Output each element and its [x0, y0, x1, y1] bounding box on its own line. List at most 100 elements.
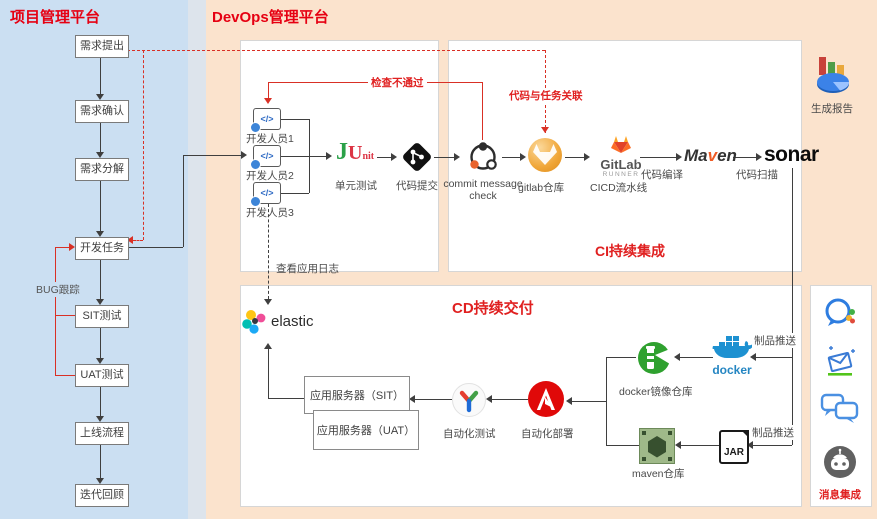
task-to-dev-line: [127, 247, 183, 248]
flow-line: [100, 326, 101, 358]
arrowhead: [676, 153, 682, 161]
ci-line: [733, 157, 756, 158]
gitlab-repo-icon: [528, 138, 562, 172]
code-scan-label: 代码扫描: [736, 169, 778, 181]
harbor-icon: [638, 342, 670, 374]
check-fail-label: 检查不通过: [368, 75, 427, 90]
flow-step-requirement-confirm: 需求确认: [75, 100, 129, 123]
flow-line: [100, 121, 101, 152]
bug-track-label: BUG跟踪: [34, 282, 82, 297]
ci-section-label: CI持续集成: [595, 243, 665, 259]
code-task-link-line: [127, 50, 545, 51]
flow-step-requirement-propose: 需求提出: [75, 35, 129, 58]
ansible-icon: [528, 381, 564, 417]
dev-bracket-line: [309, 156, 326, 157]
cd-line: [572, 401, 606, 402]
view-logs-line: [268, 204, 269, 299]
arrowhead: [674, 353, 680, 361]
arrowhead: [96, 231, 104, 237]
arrowhead: [264, 343, 272, 349]
developer3-icon: </>: [250, 182, 281, 207]
cd-line: [268, 398, 304, 399]
cd-line: [415, 399, 452, 400]
arrowhead: [96, 94, 104, 100]
artifact-push-docker-label: 制品推送: [752, 333, 798, 348]
person-blob-icon: [250, 159, 261, 170]
report-chart-icon: [817, 57, 850, 93]
arrowhead: [127, 236, 133, 244]
auto-test-label: 自动化测试: [443, 428, 496, 440]
cd-line: [606, 357, 636, 358]
gitlab-repo-label: gitlab仓库: [518, 182, 565, 194]
flow-step-uat-test: UAT测试: [75, 364, 129, 387]
arrowhead: [96, 152, 104, 158]
dev-bracket-line: [279, 119, 309, 120]
cd-line: [753, 445, 792, 446]
task-to-dev-line: [183, 155, 184, 247]
bug-track-line: [55, 247, 69, 248]
ci-line: [377, 157, 391, 158]
arrowhead: [264, 299, 272, 305]
cd-line: [492, 399, 528, 400]
elastic-cluster-icon: [242, 310, 266, 334]
commit-check-label: commit message check: [443, 178, 523, 202]
gitlab-runner-logo: GitLab RUNNER: [592, 134, 650, 178]
arrowhead: [96, 299, 104, 305]
flow-line: [100, 258, 101, 299]
harbor-label: docker镜像仓库: [619, 386, 693, 398]
code-task-link-line: [133, 240, 143, 241]
sonar-drop-line: [792, 168, 793, 445]
arrowhead: [584, 153, 590, 161]
flow-line: [100, 443, 101, 478]
message-integration-label: 消息集成: [819, 489, 861, 501]
code-commit-label: 代码提交: [396, 180, 438, 192]
flow-step-sit-test: SIT测试: [75, 305, 129, 328]
arrowhead: [96, 478, 104, 484]
app-server-sit-box: 应用服务器（SIT）: [304, 376, 410, 414]
code-task-link-line: [143, 50, 144, 240]
check-fail-line: [482, 82, 483, 140]
developer1-icon: </>: [250, 108, 281, 133]
arrowhead: [566, 397, 572, 405]
devops-platform-title: DevOps管理平台: [212, 9, 329, 26]
developer1-label: 开发人员1: [246, 133, 294, 145]
maven-logo: Maven: [684, 146, 737, 165]
report-label: 生成报告: [811, 103, 853, 115]
arrowhead: [409, 395, 415, 403]
flow-step-retrospective: 迭代回顾: [75, 484, 129, 507]
check-fail-line: [268, 82, 269, 98]
arrowhead: [675, 441, 681, 449]
ci-line: [502, 157, 520, 158]
flow-line: [100, 56, 101, 94]
auto-deploy-label: 自动化部署: [521, 428, 574, 440]
testng-icon: [452, 383, 486, 417]
cd-section-label: CD持续交付: [452, 300, 534, 317]
flow-step-release: 上线流程: [75, 422, 129, 445]
background-divider-strip: [188, 0, 206, 519]
person-blob-icon: [250, 122, 261, 133]
code-task-link-label: 代码与任务关联: [506, 88, 586, 103]
arrowhead: [520, 153, 526, 161]
arrowhead: [69, 243, 75, 251]
arrowhead: [750, 353, 756, 361]
arrowhead: [756, 153, 762, 161]
app-server-uat-box: 应用服务器（UAT）: [313, 410, 419, 450]
docker-logo: docker: [708, 332, 756, 376]
flow-step-dev-task: 开发任务: [75, 237, 129, 260]
flow-line: [100, 179, 101, 231]
project-platform-title: 项目管理平台: [10, 9, 101, 26]
cd-line: [268, 349, 269, 398]
developer2-label: 开发人员2: [246, 170, 294, 182]
cd-line: [756, 357, 792, 358]
unit-test-label: 单元测试: [335, 180, 377, 192]
dev-bracket-line: [279, 156, 309, 157]
bug-track-line: [55, 247, 56, 375]
ci-line: [640, 157, 676, 158]
arrowhead: [391, 153, 397, 161]
arrowhead: [486, 395, 492, 403]
task-to-dev-line: [183, 155, 241, 156]
jar-file-icon: JAR: [719, 430, 749, 464]
mail-icon: [827, 346, 855, 376]
tanuki-icon: [611, 136, 631, 153]
